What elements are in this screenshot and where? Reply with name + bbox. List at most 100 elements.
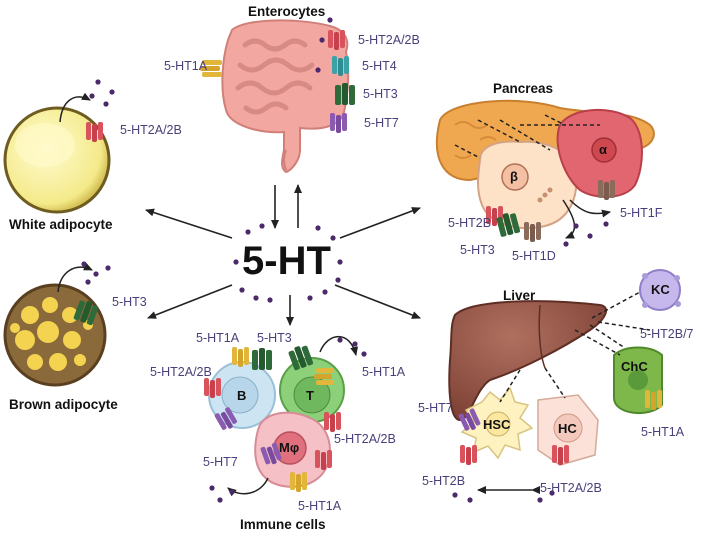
brown-adipocyte-cell bbox=[3, 283, 107, 387]
serotonin-dot bbox=[330, 235, 336, 241]
brown-adipocyte-title: Brown adipocyte bbox=[9, 397, 118, 412]
liver-illustration bbox=[448, 300, 608, 422]
serotonin-dot bbox=[322, 289, 328, 295]
liver-receptor-label: 5-HT1A bbox=[641, 425, 685, 439]
immune-receptor-label: 5-HT1A bbox=[196, 331, 240, 345]
liver-receptor-label: 5-HT2B/7 bbox=[640, 327, 694, 341]
receptor-5ht4-enterocytes bbox=[332, 56, 349, 76]
pancreas-title: Pancreas bbox=[493, 81, 554, 96]
serotonin-dot bbox=[95, 79, 101, 85]
serotonin-dot bbox=[229, 489, 235, 495]
pancreas-secretion-arrow-2 bbox=[569, 199, 611, 218]
liver-receptor-label: 5-HT7 bbox=[418, 401, 453, 415]
white-adipocyte-receptor-label: 5-HT2A/2B bbox=[120, 123, 182, 137]
kupffer-cell bbox=[639, 269, 681, 311]
serotonin-dot bbox=[89, 93, 95, 99]
receptor-5ht2a2b-enterocytes bbox=[328, 30, 345, 50]
receptor-5ht2a2b-white-adipocyte bbox=[86, 122, 103, 142]
pancreas-receptor-label: 5-HT2B bbox=[448, 216, 492, 230]
receptor-5ht3-brown-adipocyte bbox=[73, 300, 99, 326]
pancreas-receptor-label: 5-HT1D bbox=[512, 249, 556, 263]
center-5ht-label: 5-HT bbox=[242, 239, 331, 283]
liver-receptor-label: 5-HT2A/2B bbox=[540, 481, 602, 495]
receptor-5ht2a2b-macrophage bbox=[315, 450, 332, 470]
serotonin-dot bbox=[467, 497, 473, 503]
serotonin-dot bbox=[315, 225, 321, 231]
serotonin-dot bbox=[549, 490, 555, 496]
serotonin-dot bbox=[337, 337, 343, 343]
pancreas-dashed-lines bbox=[454, 114, 600, 159]
pancreas-secretion-arrow bbox=[562, 199, 576, 239]
receptor-5ht2a2b-hc bbox=[552, 445, 569, 465]
receptor-5ht2a2b-tcell bbox=[324, 412, 341, 432]
alpha-cell bbox=[556, 108, 643, 198]
enterocytes-title: Enterocytes bbox=[248, 4, 326, 19]
hepatic-stellate-cell bbox=[460, 386, 534, 460]
enterocytes-receptor-label: 5-HT2A/2B bbox=[358, 33, 420, 47]
immune-receptor-label: 5-HT1A bbox=[362, 365, 406, 379]
serotonin-dot bbox=[563, 241, 569, 247]
immune-receptor-label: 5-HT7 bbox=[203, 455, 238, 469]
tcell-arrow bbox=[319, 336, 359, 356]
enterocytes-receptor-label: 5-HT7 bbox=[364, 116, 399, 130]
serotonin-dot bbox=[452, 492, 458, 498]
intestine-illustration bbox=[221, 19, 350, 174]
beta-cell bbox=[477, 140, 578, 230]
radial-arrows bbox=[145, 184, 421, 326]
immune-receptor-label: 5-HT3 bbox=[257, 331, 292, 345]
receptor-5ht2b-hsc bbox=[460, 445, 477, 465]
white-adipocyte-arrow bbox=[59, 92, 91, 123]
brown-adipocyte-arrow bbox=[57, 262, 93, 293]
enterocytes-receptor-label: 5-HT4 bbox=[362, 59, 397, 73]
immune-receptor-label: 5-HT1A bbox=[298, 499, 342, 513]
receptor-5ht1a-chc bbox=[645, 390, 662, 410]
beta-cell-label: β bbox=[510, 169, 518, 184]
serotonin-dot bbox=[537, 497, 543, 503]
immune-cells-title: Immune cells bbox=[240, 517, 326, 532]
serotonin-dot bbox=[352, 341, 358, 347]
chc-label: ChC bbox=[621, 359, 648, 374]
serotonin-dot bbox=[93, 271, 99, 277]
serotonin-dot bbox=[109, 89, 115, 95]
serotonin-dot bbox=[245, 229, 251, 235]
receptor-5ht1a-tcell bbox=[314, 368, 334, 385]
serotonin-dot bbox=[335, 277, 341, 283]
serotonin-dot bbox=[603, 221, 609, 227]
white-adipocyte-cell bbox=[3, 106, 111, 214]
macrophage-cell bbox=[254, 411, 331, 488]
serotonin-dot bbox=[217, 497, 223, 503]
receptor-5ht3-pancreas bbox=[496, 213, 521, 237]
receptor-5ht7-bcell bbox=[214, 407, 237, 430]
serotonin-dot bbox=[209, 485, 215, 491]
receptor-5ht7-enterocytes bbox=[330, 113, 347, 133]
immune-receptor-label: 5-HT2A/2B bbox=[150, 365, 212, 379]
receptor-5ht1a-bcell bbox=[232, 347, 249, 367]
serotonin-dot bbox=[573, 223, 579, 229]
serotonin-dot bbox=[239, 287, 245, 293]
serotonin-dot bbox=[307, 295, 313, 301]
macrophage-label: Mφ bbox=[279, 440, 300, 455]
b-cell bbox=[208, 361, 276, 429]
serotonin-dot bbox=[587, 233, 593, 239]
hsc-label: HSC bbox=[483, 417, 511, 432]
serotonin-dot bbox=[259, 223, 265, 229]
serotonin-dot bbox=[105, 265, 111, 271]
receptor-5ht1a-enterocytes bbox=[200, 60, 222, 77]
liver-title: Liver bbox=[503, 288, 536, 303]
liver-receptor-label: 5-HT2B bbox=[422, 474, 466, 488]
serotonin-dot bbox=[267, 297, 273, 303]
pancreas-receptor-label: 5-HT1F bbox=[620, 206, 663, 220]
pancreas-receptor-label: 5-HT3 bbox=[460, 243, 495, 257]
receptor-5ht3-enterocytes bbox=[335, 83, 355, 105]
receptor-5ht7-hsc bbox=[458, 408, 481, 431]
receptor-5ht1f-pancreas bbox=[598, 180, 615, 200]
serotonin-dots bbox=[81, 17, 609, 503]
b-cell-label: B bbox=[237, 388, 247, 403]
serotonin-dot bbox=[103, 101, 109, 107]
immune-receptor-label: 5-HT2A/2B bbox=[334, 432, 396, 446]
serotonin-dot bbox=[315, 67, 321, 73]
receptor-5ht1a-macrophage bbox=[290, 472, 307, 492]
kc-label: KC bbox=[651, 282, 670, 297]
receptor-5ht2a2b-bcell bbox=[204, 378, 221, 398]
